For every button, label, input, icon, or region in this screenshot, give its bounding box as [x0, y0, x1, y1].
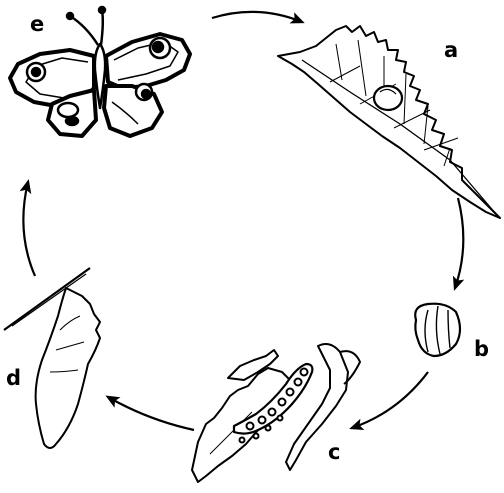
arrow-b-to-c [352, 372, 428, 428]
arrow-e-to-a [212, 12, 302, 22]
arrow-c-to-d [108, 397, 194, 430]
stage-label-e: e [30, 14, 44, 35]
arrow-a-to-b [455, 198, 463, 288]
egg-icon [415, 304, 460, 356]
arrow-d-to-e [23, 182, 35, 276]
stage-label-d: d [6, 368, 21, 389]
stage-label-c: c [328, 442, 340, 463]
stage-label-a: a [444, 40, 458, 61]
stage-label-b: b [474, 339, 489, 360]
leaf-with-egg-icon [278, 26, 500, 218]
chrysalis-icon [4, 268, 100, 448]
